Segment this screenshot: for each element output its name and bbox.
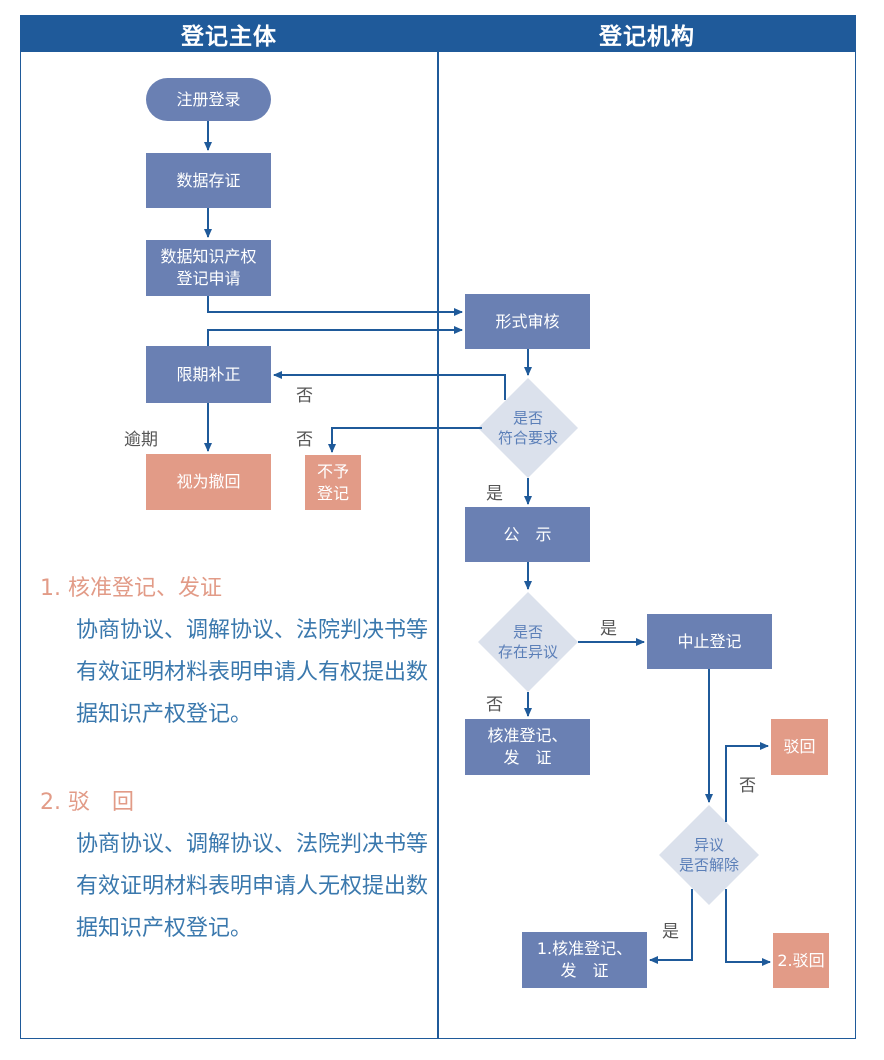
decision-meets-requirements: 是否 符合要求 bbox=[478, 378, 578, 478]
node-reject-small: 驳回 bbox=[771, 719, 828, 775]
decision-resolved-line2: 是否解除 bbox=[678, 856, 739, 874]
note-reject-body: 协商协议、调解协议、法院判决书等有效证明材料表明申请人无权提出数据知识产权登记。 bbox=[76, 832, 429, 941]
decision-resolved-line1: 异议 bbox=[693, 836, 724, 854]
node-publicity: 公 示 bbox=[465, 507, 590, 562]
node-not-registered: 不予 登记 bbox=[305, 455, 361, 510]
node-approve-certify-2-line1: 1.核准登记、 bbox=[536, 939, 633, 958]
decision-objection-shape bbox=[478, 592, 578, 692]
label-yes-approve-2: 是 bbox=[662, 922, 679, 942]
decision-objection-resolved: 异议 是否解除 bbox=[659, 805, 759, 905]
node-not-registered-line1: 不予 bbox=[316, 461, 349, 481]
label-no-reject-small: 否 bbox=[739, 776, 756, 796]
decision-meets-line2: 符合要求 bbox=[497, 429, 558, 447]
node-approve-certify-line1: 核准登记、 bbox=[487, 726, 568, 745]
node-not-registered-line2: 登记 bbox=[316, 483, 349, 503]
node-ip-registration-application: 数据知识产权 登记申请 bbox=[146, 240, 271, 296]
decision-meets-line1: 是否 bbox=[512, 409, 543, 427]
node-formal-review: 形式审核 bbox=[465, 294, 590, 349]
note-reject: 2. 驳 回 协商协议、调解协议、法院判决书等有效证明材料表明申请人无权提出数据… bbox=[40, 782, 430, 950]
label-no-correction: 否 bbox=[296, 386, 313, 406]
node-suspend-registration: 中止登记 bbox=[647, 614, 772, 669]
node-correction-deadline: 限期补正 bbox=[146, 346, 271, 403]
node-deemed-withdrawn: 视为撤回 bbox=[146, 454, 271, 510]
decision-objection-line2: 存在异议 bbox=[497, 643, 558, 661]
lane-divider bbox=[437, 15, 439, 1039]
decision-resolved-shape bbox=[659, 805, 759, 905]
label-yes-publicity: 是 bbox=[486, 484, 503, 504]
label-no-approve: 否 bbox=[486, 695, 503, 715]
node-approve-certify-line2: 发 证 bbox=[503, 748, 552, 767]
decision-objection-line1: 是否 bbox=[512, 623, 543, 641]
header-authority: 登记机构 bbox=[438, 15, 856, 52]
note-approve-title: 1. 核准登记、发证 bbox=[40, 576, 222, 601]
node-reject-2: 2.驳回 bbox=[773, 933, 829, 988]
node-ip-registration-application-line2: 登记申请 bbox=[176, 269, 241, 288]
label-overdue: 逾期 bbox=[124, 430, 158, 450]
node-approve-certify: 核准登记、 发 证 bbox=[465, 719, 590, 775]
node-approve-certify-2-line2: 发 证 bbox=[560, 961, 609, 980]
note-approve-body: 协商协议、调解协议、法院判决书等有效证明材料表明申请人有权提出数据知识产权登记。 bbox=[76, 618, 429, 727]
label-no-reject: 否 bbox=[296, 430, 313, 450]
node-register-login: 注册登录 bbox=[146, 78, 271, 121]
node-data-deposit: 数据存证 bbox=[146, 153, 271, 208]
header-applicant: 登记主体 bbox=[20, 15, 438, 52]
note-reject-title: 2. 驳 回 bbox=[40, 790, 134, 815]
decision-meets-shape bbox=[478, 378, 578, 478]
decision-objection-exists: 是否 存在异议 bbox=[478, 592, 578, 692]
label-yes-suspend: 是 bbox=[600, 619, 617, 639]
node-ip-registration-application-line1: 数据知识产权 bbox=[160, 247, 257, 266]
node-approve-certify-2: 1.核准登记、 发 证 bbox=[522, 932, 647, 988]
note-approve: 1. 核准登记、发证 协商协议、调解协议、法院判决书等有效证明材料表明申请人有权… bbox=[40, 568, 430, 736]
